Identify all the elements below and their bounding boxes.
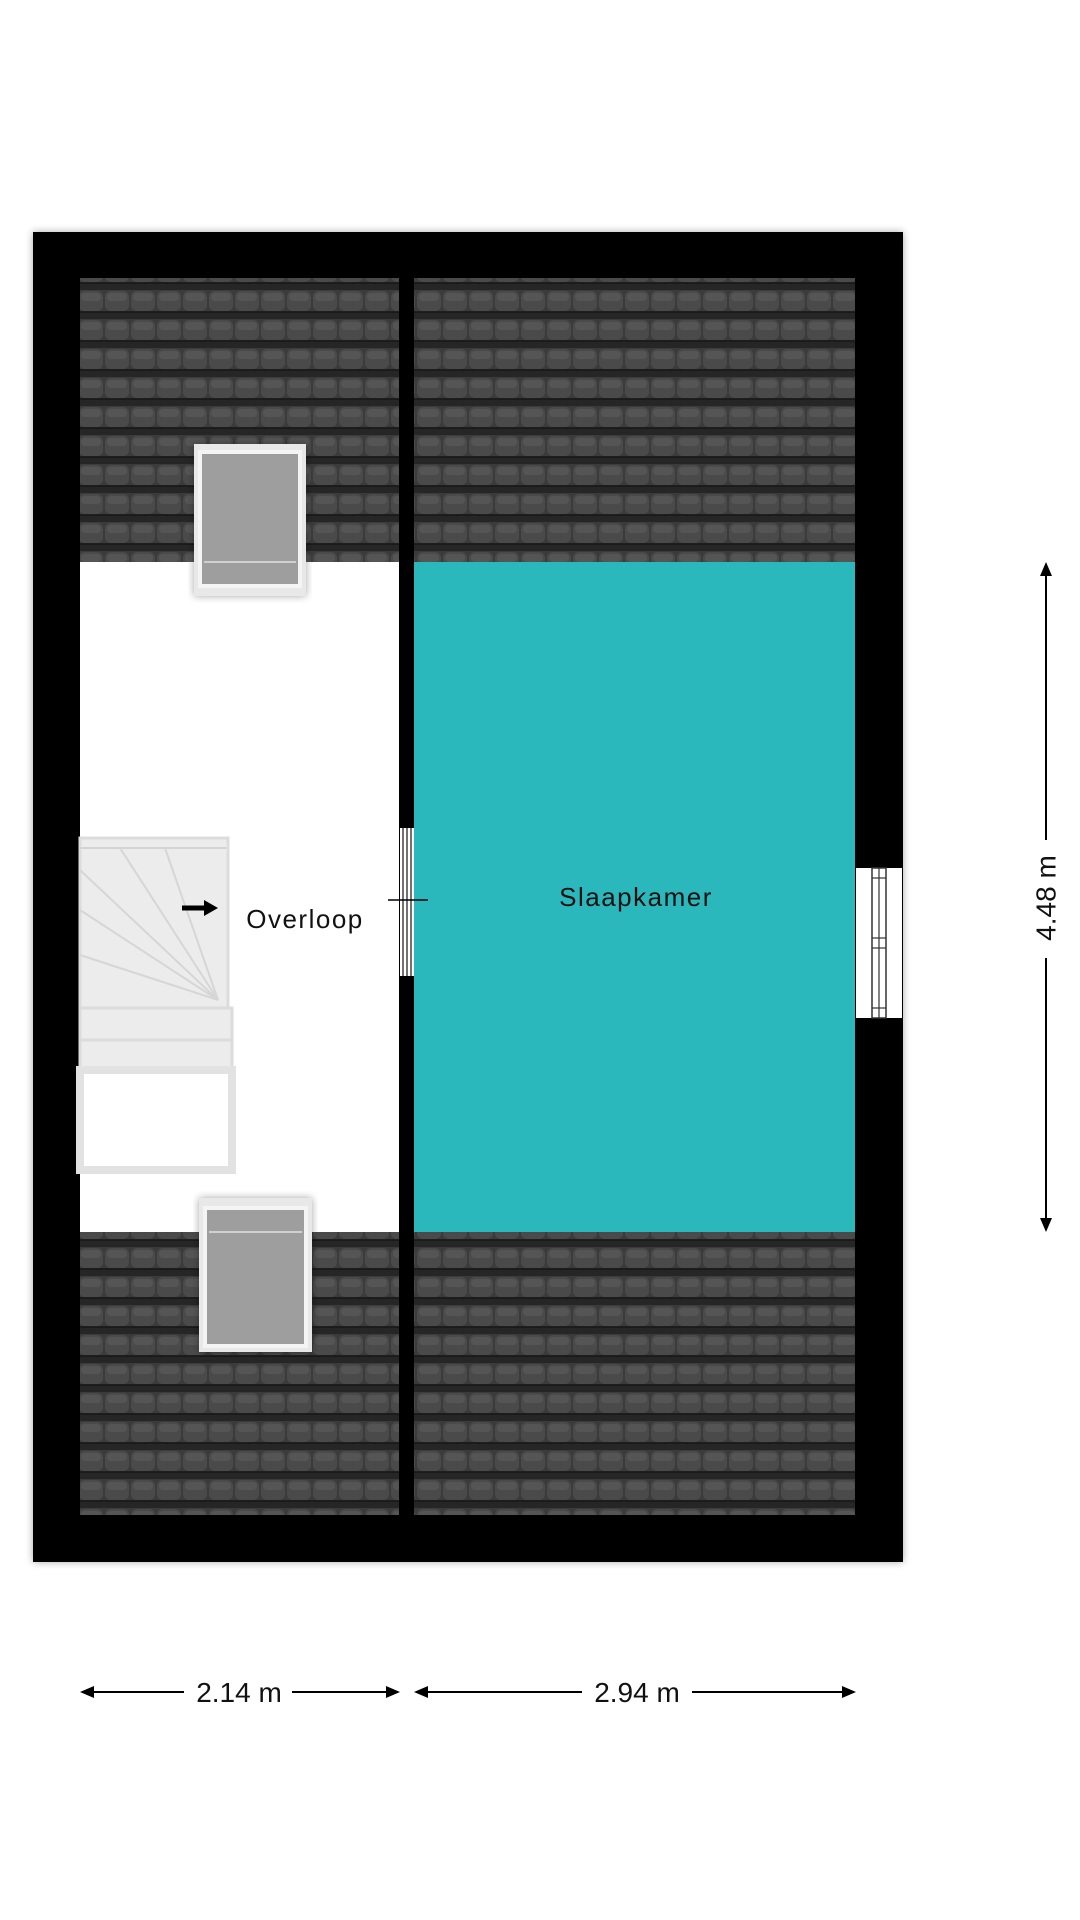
overloop-label: Overloop [246, 904, 364, 934]
staircase [76, 836, 236, 1174]
dimension-width-left-label: 2.14 m [196, 1677, 282, 1708]
dimension-height: 4.48 m [1031, 562, 1062, 1232]
skylight-top [194, 444, 306, 596]
exterior-window [856, 867, 902, 1019]
interior-door [388, 828, 428, 976]
roof-tiles-top-right [414, 278, 855, 562]
slaapkamer-label: Slaapkamer [559, 882, 713, 912]
roof-tiles-bottom-right [414, 1232, 855, 1515]
skylight-bottom [199, 1198, 312, 1352]
dimension-width-left: 2.14 m [80, 1677, 400, 1708]
dimension-height-label: 4.48 m [1031, 855, 1062, 941]
slaapkamer-room [414, 562, 855, 1232]
dimension-width-right-label: 2.94 m [594, 1677, 680, 1708]
dimension-width-right: 2.94 m [414, 1677, 856, 1708]
stair-direction-arrow-icon [182, 900, 218, 916]
